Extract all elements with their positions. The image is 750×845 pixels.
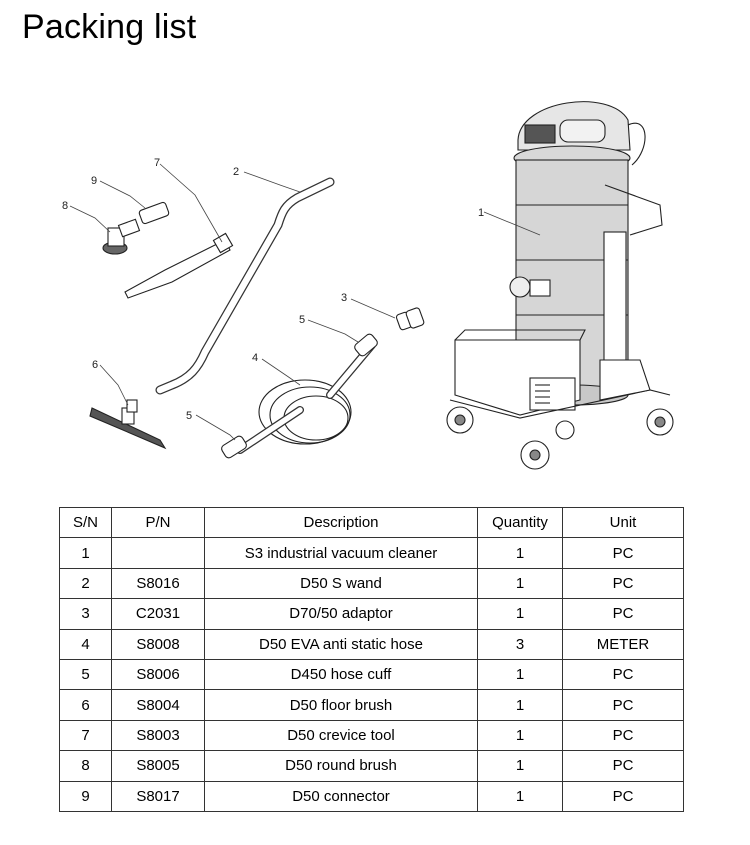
connector-drawing — [138, 201, 170, 225]
table-row: 3 C2031 D70/50 adaptor 1 PC — [59, 598, 684, 630]
unit-cell: PC — [562, 689, 684, 721]
table-row: 6 S8004 D50 floor brush 1 PC — [59, 689, 684, 721]
quantity-cell: 1 — [477, 567, 563, 600]
sn-cell: 1 — [59, 537, 112, 569]
quantity-cell: 1 — [477, 598, 563, 630]
hose-drawing — [221, 333, 378, 459]
unit-cell: PC — [562, 537, 684, 569]
description-cell: D50 round brush — [204, 750, 478, 782]
column-header: Quantity — [477, 506, 563, 539]
callout-3: 3 — [341, 292, 347, 304]
callout-7: 7 — [154, 157, 160, 169]
column-header: P/N — [111, 506, 205, 539]
callout-5-upper: 5 — [299, 314, 305, 326]
quantity-cell: 3 — [477, 628, 563, 660]
unit-cell: PC — [562, 658, 684, 691]
sn-cell: 8 — [59, 750, 112, 782]
sn-cell: 9 — [59, 780, 112, 812]
description-cell: D450 hose cuff — [204, 658, 478, 691]
table-row: 2 S8016 D50 S wand 1 PC — [59, 567, 684, 600]
quantity-cell: 1 — [477, 719, 563, 752]
sn-cell: 7 — [59, 719, 112, 752]
table-row: 5 S8006 D450 hose cuff 1 PC — [59, 658, 684, 691]
crevice-tool-drawing — [124, 232, 234, 299]
table-row: 8 S8005 D50 round brush 1 PC — [59, 750, 684, 782]
description-cell: D50 floor brush — [204, 689, 478, 721]
callout-9: 9 — [91, 175, 97, 187]
column-header: S/N — [59, 506, 112, 539]
quantity-cell: 1 — [477, 689, 563, 721]
sn-cell: 3 — [59, 598, 112, 630]
pn-cell: S8005 — [111, 750, 205, 782]
description-cell: D50 crevice tool — [204, 719, 478, 752]
unit-cell: PC — [562, 719, 684, 752]
pn-cell: S8016 — [111, 567, 205, 600]
pn-cell: S8008 — [111, 628, 205, 660]
callout-4: 4 — [252, 352, 258, 364]
callout-2: 2 — [233, 166, 239, 178]
unit-cell: METER — [562, 628, 684, 660]
callout-6: 6 — [92, 359, 98, 371]
description-cell: D70/50 adaptor — [204, 598, 478, 630]
quantity-cell: 1 — [477, 780, 563, 812]
sn-cell: 4 — [59, 628, 112, 660]
callout-8: 8 — [62, 200, 68, 212]
unit-cell: PC — [562, 567, 684, 600]
description-cell: D50 connector — [204, 780, 478, 812]
column-header: Unit — [562, 506, 684, 539]
pn-cell: C2031 — [111, 598, 205, 630]
quantity-cell: 1 — [477, 537, 563, 569]
parts-illustration: 1 2 3 4 5 5 6 7 8 9 — [62, 101, 674, 470]
pn-cell: S8003 — [111, 719, 205, 752]
callout-5-lower: 5 — [186, 410, 192, 422]
quantity-cell: 1 — [477, 658, 563, 691]
sn-cell: 5 — [59, 658, 112, 691]
unit-cell: PC — [562, 598, 684, 630]
callout-1: 1 — [478, 207, 484, 219]
description-cell: D50 S wand — [204, 567, 478, 600]
table-row: 7 S8003 D50 crevice tool 1 PC — [59, 719, 684, 752]
quantity-cell: 1 — [477, 750, 563, 782]
page-title: Packing list — [22, 8, 197, 46]
sn-cell: 2 — [59, 567, 112, 600]
sn-cell: 6 — [59, 689, 112, 721]
pn-cell: S8006 — [111, 658, 205, 691]
vacuum-cleaner-drawing — [446, 101, 674, 470]
pn-cell: S8004 — [111, 689, 205, 721]
description-cell: D50 EVA anti static hose — [204, 628, 478, 660]
table-row: 1 S3 industrial vacuum cleaner 1 PC — [59, 537, 684, 569]
packing-list-table: S/N P/N Description Quantity Unit 1 S3 i… — [59, 506, 684, 812]
table-row: 4 S8008 D50 EVA anti static hose 3 METER — [59, 628, 684, 660]
description-cell: S3 industrial vacuum cleaner — [204, 537, 478, 569]
unit-cell: PC — [562, 750, 684, 782]
table-row: 9 S8017 D50 connector 1 PC — [59, 780, 684, 812]
unit-cell: PC — [562, 780, 684, 812]
pn-cell: S8017 — [111, 780, 205, 812]
floor-brush-drawing — [89, 399, 167, 450]
table-header-row: S/N P/N Description Quantity Unit — [59, 506, 684, 539]
pn-cell — [111, 537, 205, 569]
round-brush-drawing — [102, 218, 141, 255]
adaptor-drawing — [395, 307, 425, 331]
column-header: Description — [204, 506, 478, 539]
